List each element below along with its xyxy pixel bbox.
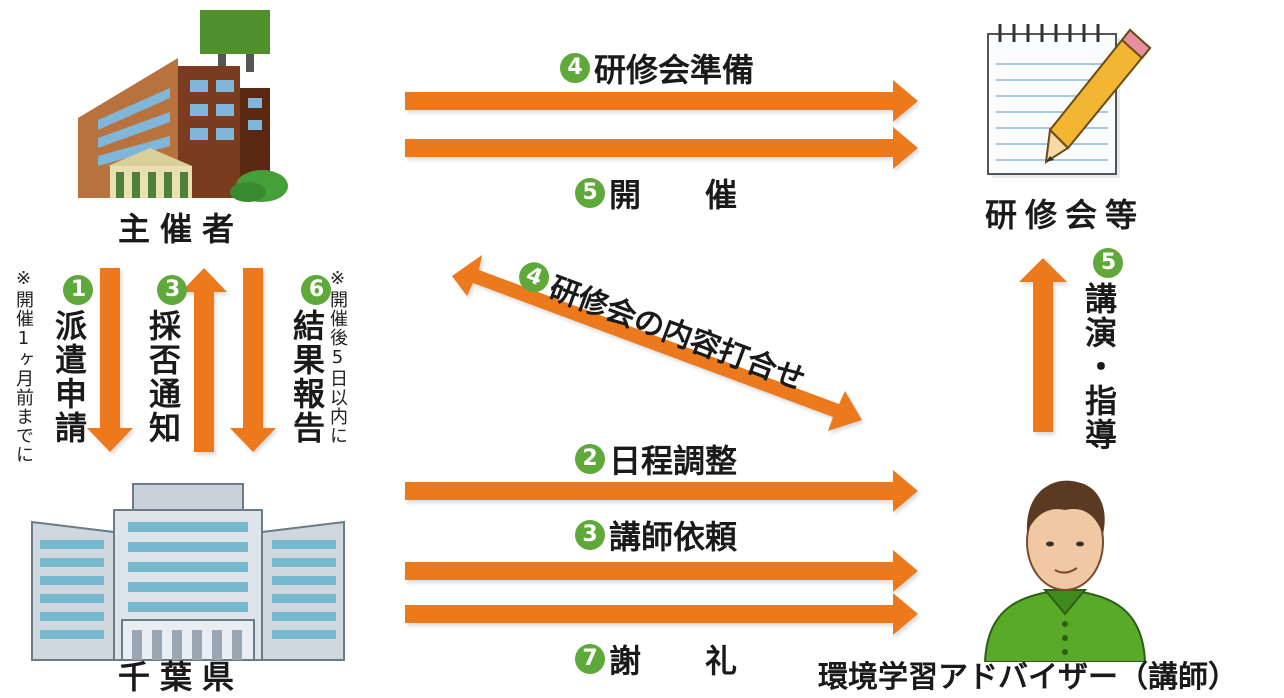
arrow-meeting: [452, 255, 862, 431]
caption-adviser: 環境学習アドバイザー（講師）: [818, 660, 1238, 695]
arrow-lecture: [1019, 258, 1067, 432]
label-lecture: 5講演・指導: [1080, 248, 1123, 452]
arrow-request: [405, 550, 918, 592]
arrow-held: [405, 127, 918, 169]
badge-schedule: 2: [575, 444, 605, 474]
label-dispatch: 1派遣申請: [50, 275, 93, 445]
adviser-person-icon: [983, 480, 1147, 662]
arrow-approval: [181, 268, 227, 452]
label-approval: 3採否通知: [144, 275, 187, 445]
badge-request: 3: [575, 520, 605, 550]
badge-held: 5: [575, 178, 605, 208]
note-dispatch: ※開催1ヶ月前までに: [13, 268, 34, 464]
badge-approval: 3: [157, 275, 187, 305]
badge-thanks: 7: [575, 644, 605, 674]
note-report: ※開催後5日以内に: [327, 268, 348, 445]
caption-prefecture: 千葉県: [118, 658, 245, 696]
label-report: 6結果報告: [288, 275, 331, 445]
caption-seminar: 研修会等: [985, 196, 1146, 234]
organizer-building-icon: [78, 10, 288, 202]
arrow-report: [230, 268, 276, 452]
badge-dispatch: 1: [63, 275, 93, 305]
arrow-thanks: [405, 593, 918, 635]
badge-lecture: 5: [1093, 248, 1123, 278]
arrow-prep: [405, 80, 918, 122]
notepad-pencil-icon: [987, 24, 1152, 178]
arrow-dispatch: [87, 268, 133, 452]
arrow-schedule: [405, 470, 918, 512]
badge-report: 6: [301, 275, 331, 305]
prefecture-building-icon: [31, 483, 345, 661]
badge-prep: 4: [560, 53, 590, 83]
caption-organizer: 主催者: [118, 210, 245, 248]
